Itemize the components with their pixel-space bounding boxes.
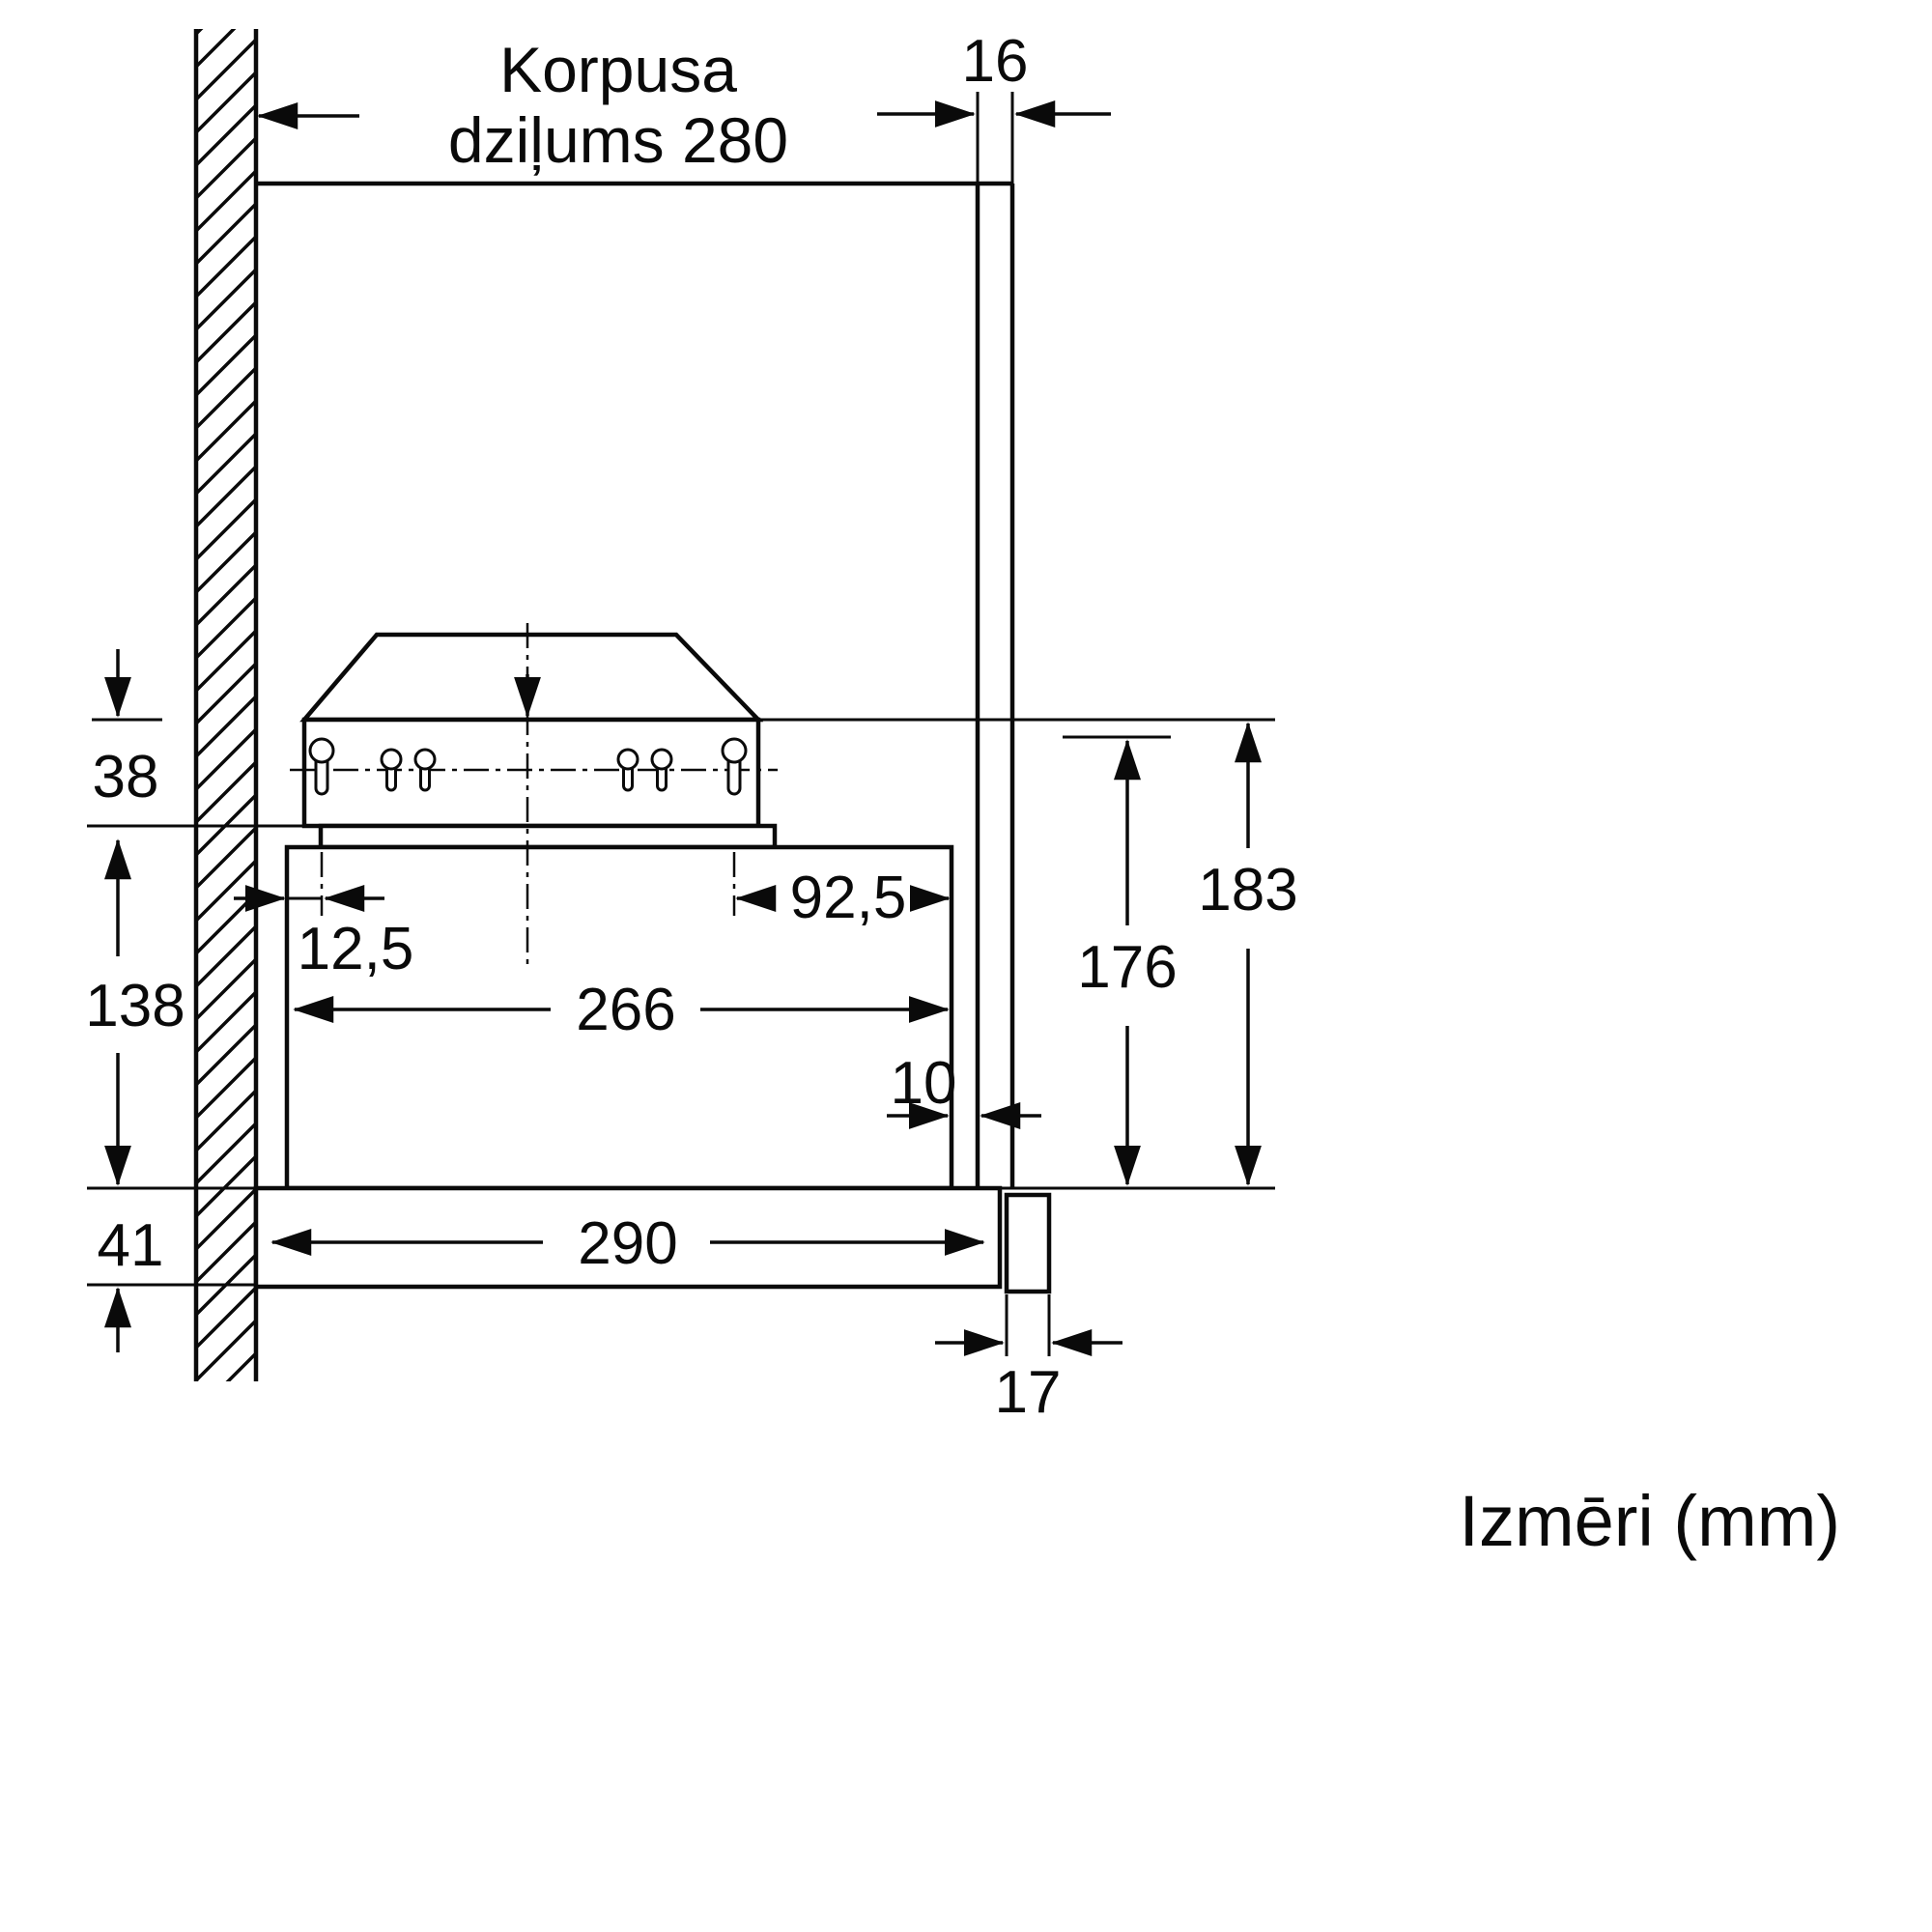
dim-label-16: 16 xyxy=(962,28,1029,95)
dim-label-138: 138 xyxy=(85,973,185,1039)
dim-label-290: 290 xyxy=(578,1210,677,1277)
dim-176-183-lines xyxy=(758,718,1275,1186)
title-line1: Korpusa xyxy=(499,34,737,105)
duct-collar xyxy=(299,632,764,723)
dim-label-41: 41 xyxy=(98,1212,164,1279)
title-line2: dziļums 280 xyxy=(448,104,788,176)
footer-label: Izmēri (mm) xyxy=(1459,1481,1840,1561)
dim-label-12-5: 12,5 xyxy=(298,916,414,982)
keyhole-slots xyxy=(308,737,748,796)
dim-label-266: 266 xyxy=(576,977,675,1043)
dim-label-17: 17 xyxy=(995,1359,1062,1426)
pullout-visor xyxy=(253,1185,1003,1290)
hood-body xyxy=(284,823,954,1191)
dim-label-176: 176 xyxy=(1077,934,1177,1001)
dim-label-183: 183 xyxy=(1198,857,1297,923)
dim-41-lines xyxy=(87,1186,1275,1352)
dim-label-38: 38 xyxy=(93,744,159,810)
mounting-housing xyxy=(290,717,778,829)
center-lines xyxy=(320,623,736,966)
dim-38-lines xyxy=(87,649,321,828)
dim-label-92-5: 92,5 xyxy=(790,865,907,931)
dim-17-lines xyxy=(935,1294,1122,1356)
cabinet-outline xyxy=(256,181,1015,1188)
bottom-front-panel xyxy=(1004,1192,1052,1294)
dim-label-10: 10 xyxy=(891,1050,957,1117)
dim-cabinet-depth-lines xyxy=(257,92,1111,184)
wall-hatched xyxy=(193,29,259,1381)
